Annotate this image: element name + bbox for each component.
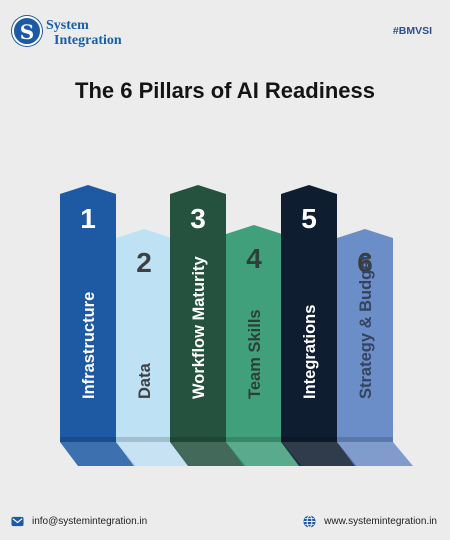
pillar-base-1: [60, 442, 136, 466]
pillar-body-1: [60, 185, 116, 442]
pillar-shade-2: [116, 437, 172, 442]
pillar-body-6: [337, 229, 393, 442]
brand-logo: S System Integration: [12, 16, 152, 50]
pillar-number-2: 2: [136, 247, 152, 278]
pillar-number-5: 5: [301, 203, 317, 234]
hashtag: #BMVSI: [392, 25, 432, 37]
pillar-body-2: [116, 229, 172, 442]
pillar-base-6: [337, 442, 413, 466]
envelope-icon: [11, 516, 24, 527]
pillar-shade-5: [281, 437, 337, 442]
pillar-shade-6: [337, 437, 393, 442]
pillar-number-1: 1: [80, 203, 96, 234]
brand-name-line1: System: [46, 18, 89, 33]
pillar-number-6: 6: [357, 247, 373, 278]
pillar-base-3: [170, 442, 246, 466]
pillar-label-5: Integrations: [301, 305, 319, 399]
pillar-base-2: [116, 442, 192, 466]
pillar-body-3: [170, 185, 226, 442]
pillar-label-6: Strategy & Budget: [357, 255, 375, 399]
pillar-label-2: Data: [136, 362, 154, 399]
globe-icon: [303, 515, 316, 528]
pillar-shade-4: [226, 437, 282, 442]
pillar-body-4: [226, 225, 282, 442]
footer-website[interactable]: www.systemintegration.in: [303, 515, 437, 528]
pillar-label-4: Team Skills: [246, 309, 264, 399]
pillar-number-4: 4: [246, 243, 262, 274]
pillar-base-5: [281, 442, 357, 466]
pillar-base-4: [226, 442, 302, 466]
pillar-label-1: Infrastructure: [80, 292, 98, 399]
pillar-body-5: [281, 185, 337, 442]
footer-website-text[interactable]: www.systemintegration.in: [324, 516, 437, 527]
logo-badge-icon: S: [12, 16, 42, 46]
brand-name-line2: Integration: [54, 33, 122, 48]
pillar-label-3: Workflow Maturity: [190, 255, 208, 399]
footer-email-text[interactable]: info@systemintegration.in: [32, 516, 148, 527]
page-title: The 6 Pillars of AI Readiness: [75, 78, 375, 103]
pillar-shade-1: [60, 437, 116, 442]
pillar-shade-3: [170, 437, 226, 442]
footer-email[interactable]: info@systemintegration.in: [11, 515, 147, 528]
pillar-number-3: 3: [190, 203, 206, 234]
